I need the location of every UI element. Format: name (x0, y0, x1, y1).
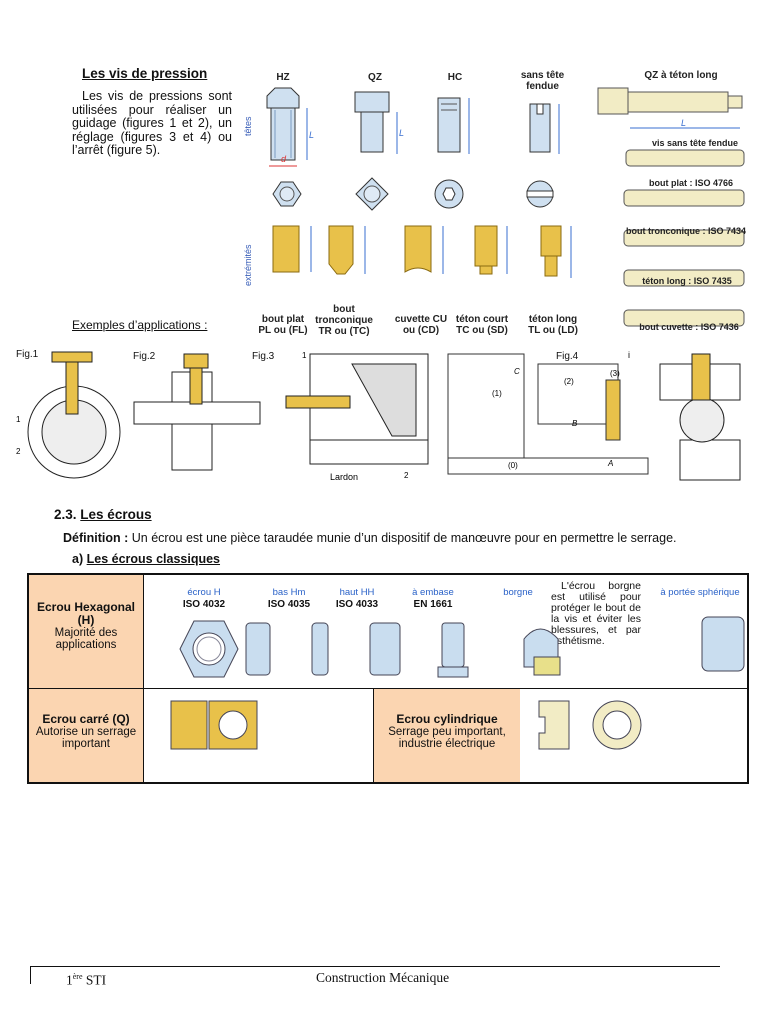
right-screws-drawing: L (597, 87, 745, 327)
tip-label-tronconique: bout tronconique TR ou (TC) (315, 304, 373, 337)
qz-long-icon: L (597, 87, 743, 129)
col-header-qz: QZ (368, 72, 382, 83)
col-header-qz-teton: QZ à téton long (644, 70, 718, 81)
hex-nut-hm-icon (311, 622, 329, 676)
square-nut-cell: Ecrou carré (Q) Autorise un serrage impo… (29, 689, 144, 782)
slotted-screws-stack-icon (623, 149, 745, 327)
fig4-icon: i C (2) (3) (1) B A (0) (447, 350, 649, 475)
footer-class: 1ère STI (66, 972, 107, 988)
svg-text:A: A (607, 459, 613, 468)
hex-type-portee-spherique: à portée sphérique (660, 587, 740, 598)
examples-label: Exemples d’applications : (72, 318, 208, 332)
square-nut-desc: Autorise un serrage important (35, 726, 137, 750)
right-label-teton-long: téton long : ISO 7435 (642, 276, 732, 286)
intro-paragraph: Les vis de pressions sont utilisées pour… (72, 89, 232, 157)
square-nut-side-icon (170, 700, 208, 750)
fig-label-3: Fig.3 (252, 351, 275, 362)
tip-label-teton-long: téton long TL ou (LD) (528, 314, 578, 336)
col-header-hc: HC (447, 72, 463, 83)
hex-type-haut-hh-iso: ISO 4033 (335, 599, 379, 610)
svg-text:L: L (681, 118, 686, 128)
fig3-icon: 1 2 Lardon (285, 351, 429, 482)
nuts-table: Ecrou Hexagonal (H) Majorité des applica… (27, 573, 749, 784)
col-header-sans-tete: sans tête fendue (520, 70, 565, 92)
footer-subject: Construction Mécanique (316, 970, 450, 985)
svg-text:(3): (3) (610, 369, 620, 378)
svg-text:(2): (2) (564, 377, 574, 386)
hex-type-borgne: borgne (503, 587, 533, 598)
hex-type-haut-hh: haut HH (339, 587, 375, 598)
hex-nut-embase-icon (437, 622, 469, 678)
svg-text:(0): (0) (508, 461, 518, 470)
right-label-plat: bout plat : ISO 4766 (648, 178, 733, 188)
square-nut-title: Ecrou carré (Q) (42, 712, 130, 726)
borgne-note: L'écrou borgne est utilisé pour protéger… (551, 580, 641, 647)
tip-label-teton-court: téton court TC ou (SD) (455, 314, 509, 336)
fig2-icon (133, 353, 261, 471)
screw-hz-icon: d L (266, 87, 314, 207)
tip-label-plat: bout plat PL ou (FL) (258, 314, 308, 336)
fig5-icon (659, 353, 741, 481)
svg-text:(1): (1) (492, 389, 502, 398)
svg-text:i: i (628, 350, 630, 360)
hex-nut-hh-icon (369, 622, 401, 676)
application-figures: 1 2 1 2 Lardon i C (2) (3) (1) B A (0) (16, 350, 741, 482)
tip-label-cuvette: cuvette CU ou (CD) (394, 314, 448, 336)
cyl-nuts-drawing (538, 700, 642, 750)
svg-text:2: 2 (16, 447, 21, 456)
right-label-sans-tete: vis sans tête fendue (651, 138, 739, 148)
square-nuts-drawing (170, 700, 258, 750)
screw-qz-icon: L (354, 91, 404, 211)
svg-text:B: B (572, 419, 578, 428)
svg-text:L: L (309, 130, 314, 140)
svg-text:Lardon: Lardon (330, 472, 358, 482)
hex-type-ecrou-h-iso: ISO 4032 (182, 599, 226, 610)
subsection-a-heading: a) Les écrous classiques (72, 552, 221, 566)
hex-nuts-drawing (179, 616, 745, 678)
svg-text:d: d (281, 154, 287, 164)
hex-nut-desc: Majorité des applications (54, 627, 118, 651)
row-label-extremites: extrémités (243, 244, 253, 286)
hex-nut-borgne-icon (523, 628, 561, 676)
fig-label-1: Fig.1 (16, 349, 39, 360)
row-label-tetes: têtes (243, 116, 253, 136)
hex-type-embase: à embase (412, 587, 454, 598)
hex-nut-title: Ecrou Hexagonal (H) (36, 600, 136, 627)
fig-label-2: Fig.2 (133, 351, 156, 362)
right-label-tronconique: bout tronconique : ISO 7434 (625, 226, 746, 236)
cyl-nut-front-icon (592, 700, 642, 750)
cyl-nut-cell: Ecrou cylindrique Serrage peu important,… (374, 689, 520, 782)
cyl-nut-desc: Serrage peu important, industrie électri… (388, 726, 506, 750)
square-nut-front-icon (208, 700, 258, 750)
screw-tips-row-icon (272, 225, 572, 278)
cyl-nut-side-icon (538, 700, 570, 750)
fig-label-4: Fig.4 (556, 351, 579, 362)
col-header-hz: HZ (276, 72, 290, 83)
svg-text:L: L (399, 128, 404, 138)
svg-text:1: 1 (16, 415, 21, 424)
set-screws-drawing: d L L (266, 87, 572, 278)
hex-nut-cell: Ecrou Hexagonal (H) Majorité des applica… (29, 575, 144, 688)
footer-corner (30, 966, 31, 984)
hex-type-ecrou-h: écrou H (187, 587, 221, 598)
section-2-3-heading: 2.3. Les écrous (54, 507, 152, 522)
definition: Définition : Un écrou est une pièce tara… (63, 531, 677, 545)
hex-type-bas-hm-iso: ISO 4035 (267, 599, 311, 610)
section-title: Les vis de pression (82, 66, 208, 81)
hex-type-bas-hm: bas Hm (272, 587, 306, 598)
hex-nut-h-icon (179, 620, 271, 678)
footer-rule (30, 966, 720, 967)
svg-text:1: 1 (302, 351, 307, 360)
screw-hc-icon (434, 97, 470, 209)
svg-text:2: 2 (404, 471, 409, 480)
fig1-icon: 1 2 (16, 351, 121, 479)
screw-slotted-icon (526, 103, 560, 208)
hex-nut-spherique-icon (701, 616, 745, 672)
hex-type-embase-iso: EN 1661 (413, 599, 453, 610)
svg-text:C: C (514, 367, 520, 376)
right-label-cuvette: bout cuvette : ISO 7436 (639, 322, 739, 332)
cyl-nut-title: Ecrou cylindrique (396, 712, 498, 726)
